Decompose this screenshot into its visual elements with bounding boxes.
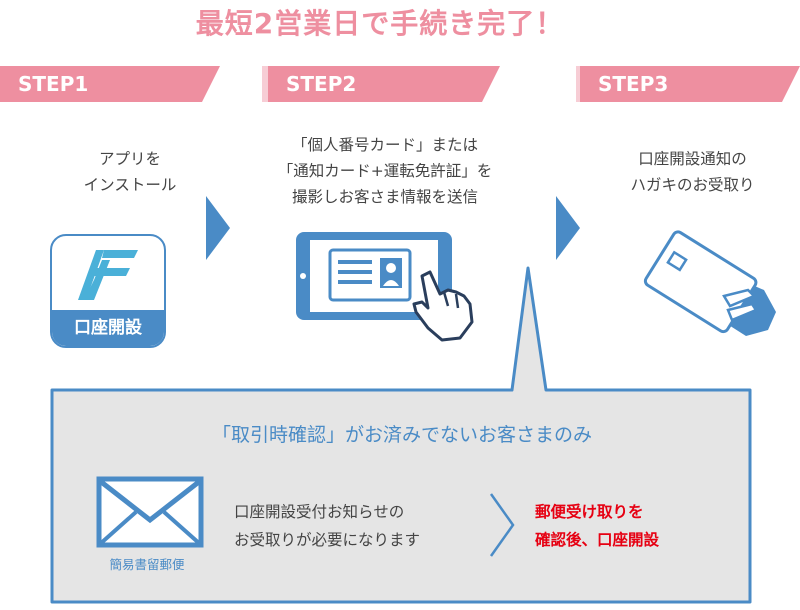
step2-line-2: 「通知カード+運転免許証」を: [277, 162, 493, 180]
result-line-1: 郵便受け取りを: [535, 503, 644, 521]
step2-banner: STEP2: [268, 66, 500, 102]
app-icon: 口座開設: [50, 234, 166, 348]
mail-label: 簡易書留郵便: [109, 557, 185, 572]
step3-banner-edge: [576, 66, 582, 102]
tablet-id-card-icon: [296, 232, 474, 342]
chevron-right-icon: [489, 493, 515, 557]
step1-line-1: アプリを: [98, 150, 161, 168]
step3-line-2: ハガキのお受取り: [630, 176, 755, 194]
flow-arrow-2-icon: [556, 196, 580, 260]
app-logo-icon: [78, 250, 138, 300]
step2-line-3: 撮影しお客さま情報を送信: [291, 188, 478, 206]
step1-description: アプリを インストール: [20, 146, 240, 198]
step1-banner: STEP1: [0, 66, 220, 102]
callout-title: 「取引時確認」がお済みでないお客さまのみ: [211, 424, 592, 446]
notice-line-1: 口座開設受付お知らせの: [234, 503, 405, 521]
result-line-2: 確認後、口座開設: [535, 531, 660, 549]
step3-line-1: 口座開設通知の: [638, 150, 747, 168]
step3-banner: STEP3: [580, 66, 800, 102]
headline: 最短2営業日で手続き完了！: [195, 7, 565, 40]
flow-arrow-1-icon: [206, 196, 230, 260]
envelope-icon: [96, 476, 204, 548]
step3-description: 口座開設通知の ハガキのお受取り: [585, 146, 800, 198]
notice-text: 口座開設受付お知らせの お受取りが必要になります: [234, 498, 420, 554]
step2-banner-edge: [262, 66, 268, 102]
step2-description: 「個人番号カード」または 「通知カード+運転免許証」を 撮影しお客さま情報を送信: [230, 132, 540, 210]
result-text: 郵便受け取りを 確認後、口座開設: [535, 498, 659, 554]
step2-line-1: 「個人番号カード」または: [291, 136, 478, 154]
notice-line-2: お受取りが必要になります: [234, 531, 421, 549]
postcard-hand-icon: [643, 230, 776, 336]
app-icon-label: 口座開設: [52, 310, 164, 346]
step1-line-2: インストール: [83, 176, 177, 194]
